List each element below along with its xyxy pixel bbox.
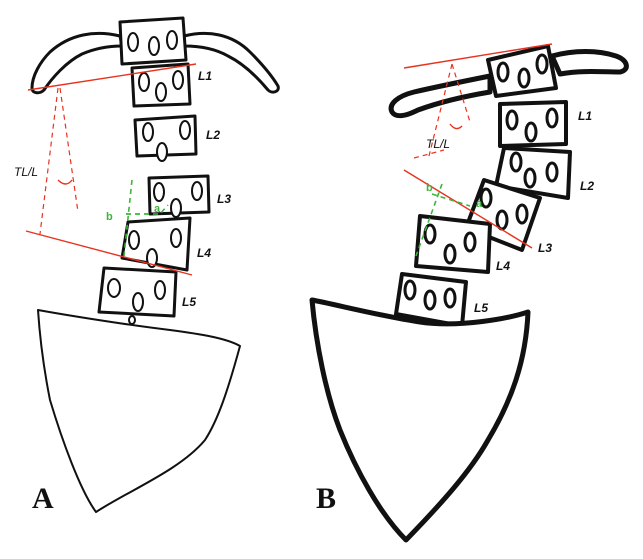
panel-b-pedicle xyxy=(443,287,457,309)
panel-a-endplate-line-bottom xyxy=(25,230,193,276)
panel-b-label-l1: L1 xyxy=(578,109,592,123)
panel-b-label-l2: L2 xyxy=(580,179,594,193)
panel-a-rib-left xyxy=(30,31,124,95)
panel-b-angle-label: TL/L xyxy=(426,137,450,151)
panel-a-angle-label: TL/L xyxy=(14,165,38,179)
panel-b-pedicle xyxy=(423,289,437,311)
panel-a-marker-a: a xyxy=(154,203,161,215)
panel-a-pedicle xyxy=(155,82,167,102)
panel-b-rib-right xyxy=(549,49,629,77)
panel-a-label-l5: L5 xyxy=(182,295,196,309)
panel-a-pedicle xyxy=(156,142,168,162)
panel-a-pedicle xyxy=(138,72,150,92)
panel-b-pedicle xyxy=(545,107,559,129)
panel-b-pedicle xyxy=(517,67,531,89)
panel-a-pedicle xyxy=(132,292,144,312)
panel-b-green-line xyxy=(415,183,443,257)
panel-a-label-l3: L3 xyxy=(217,192,231,206)
panel-b-pedicle xyxy=(496,61,510,83)
panel-a-vertebra-l5 xyxy=(97,266,178,318)
panel-a-pedicle xyxy=(128,230,140,250)
panel-a-pedicle xyxy=(153,182,165,202)
panel-b-marker-a: a xyxy=(476,198,483,210)
panel-a-pedicle xyxy=(148,36,160,56)
panel-a-label-l2: L2 xyxy=(206,128,220,142)
panel-b-perpendicular xyxy=(451,63,471,123)
panel-b-pedicle xyxy=(515,203,529,225)
panel-a-pedicle xyxy=(191,181,203,201)
panel-b-label-l4: L4 xyxy=(496,259,510,273)
panel-b-pedicle xyxy=(509,151,523,173)
panel-b-pedicle xyxy=(463,231,477,253)
panel-b-pedicle xyxy=(545,161,559,183)
panel-b-pedicle xyxy=(423,223,437,245)
panel-b-sacrum xyxy=(309,297,531,543)
panel-b-pedicle xyxy=(505,109,519,131)
panel-a-green-line xyxy=(126,204,169,215)
panel-a-sacrum xyxy=(37,309,241,513)
panel-a-pedicle xyxy=(170,228,182,248)
panel-b-pedicle xyxy=(495,209,509,231)
panel-b-pedicle xyxy=(479,187,493,209)
panel-b-vertebra-l4 xyxy=(414,214,492,274)
panel-a-pedicle xyxy=(170,198,182,218)
panel-a-label-l1: L1 xyxy=(198,69,212,83)
panel-a-label-l4: L4 xyxy=(197,246,211,260)
panel-b-pedicle xyxy=(524,121,538,143)
panel-a-pedicle xyxy=(127,32,139,52)
panel-b-letter: B xyxy=(316,482,336,515)
panel-a-pedicle xyxy=(146,248,158,268)
panel-b-angle-arc xyxy=(449,123,463,130)
panel-a-pedicle xyxy=(154,280,166,300)
panel-a: L1 L2 L3 L4 L5 TL/L a b A xyxy=(14,16,280,515)
panel-a-angle-arc xyxy=(57,179,73,185)
panel-a-pedicle xyxy=(107,278,121,298)
panel-b-endplate-line-top xyxy=(403,43,553,69)
panel-b: L1 L2 L3 L4 L5 TL/L a b B xyxy=(309,43,629,543)
panel-b-pedicle xyxy=(403,279,417,301)
panel-b-perpendicular xyxy=(427,63,453,161)
panel-b-pedicle xyxy=(535,53,549,75)
panel-a-letter: A xyxy=(32,482,54,515)
panel-b-pedicle xyxy=(523,167,537,189)
panel-b-marker-b: b xyxy=(426,182,433,194)
panel-b-rib-left xyxy=(388,73,493,119)
panel-a-pedicle xyxy=(128,315,136,325)
panel-a-green-line xyxy=(123,179,133,257)
panel-a-pedicle xyxy=(172,70,184,90)
panel-a-rib-right xyxy=(182,31,280,94)
panel-b-label-l5: L5 xyxy=(474,301,488,315)
panel-b-label-l3: L3 xyxy=(538,241,552,255)
panel-b-endplate-line-bottom xyxy=(403,169,533,249)
panel-a-pedicle xyxy=(179,120,191,140)
panel-a-perpendicular xyxy=(59,87,79,213)
panel-b-pedicle xyxy=(443,243,457,265)
panel-a-perpendicular xyxy=(39,87,59,235)
panel-a-pedicle xyxy=(166,30,178,50)
panel-a-marker-b: b xyxy=(106,211,113,223)
panel-a-endplate-line-top xyxy=(27,63,197,91)
panel-a-pedicle xyxy=(142,122,154,142)
panel-b-green-line xyxy=(431,193,471,207)
